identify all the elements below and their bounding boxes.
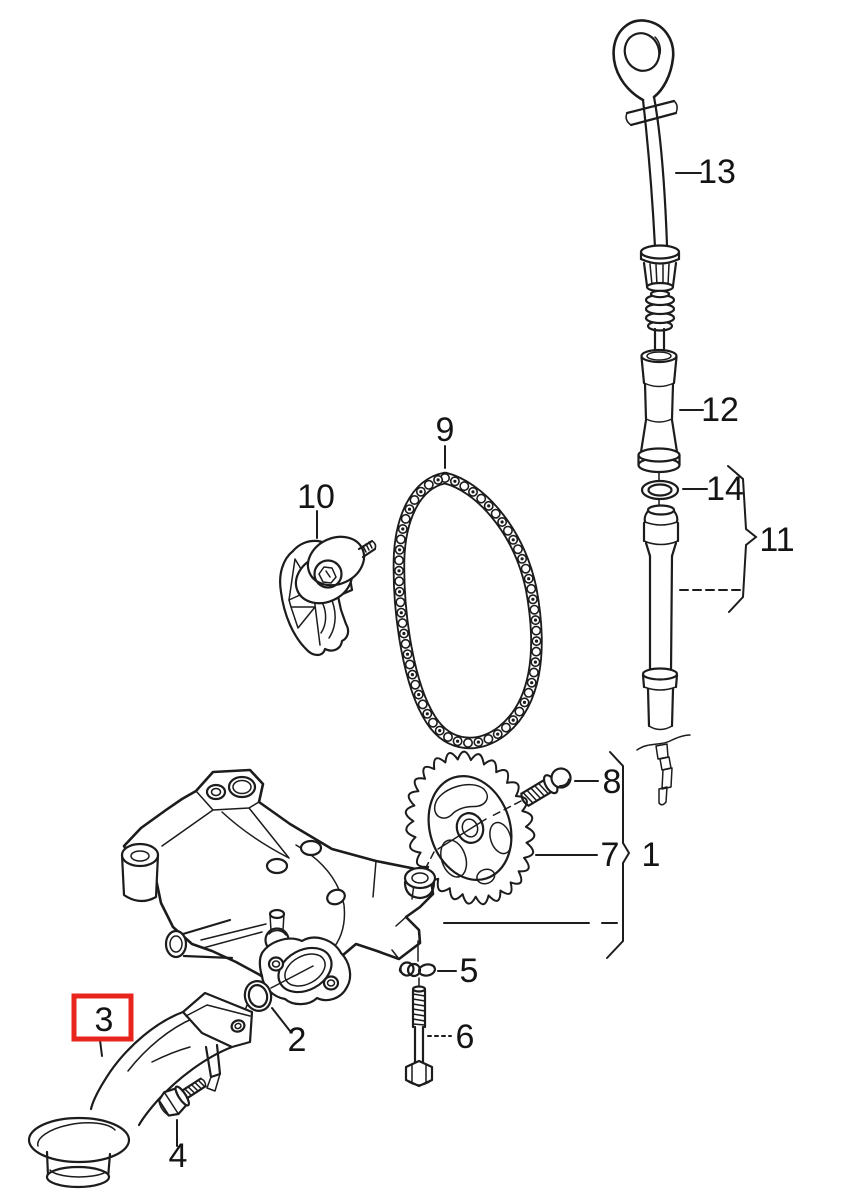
part-14-seal-ring [640,479,680,510]
callout-11[interactable]: 11 [679,521,795,591]
callout-7[interactable]: 7 [535,836,620,874]
callout-9[interactable]: 9 [436,411,455,469]
bracket-part-1 [443,751,631,959]
part-label-9[interactable]: 9 [436,411,455,449]
callout-10[interactable]: 10 [297,478,335,539]
callout-5[interactable]: 5 [437,952,479,990]
part-3-suction-pipe [27,991,254,1189]
part-label-6[interactable]: 6 [456,1018,475,1056]
part-7-sprocket [404,750,536,906]
part-2-o-ring [243,980,273,1012]
part-label-10[interactable]: 10 [297,478,335,516]
part-5-clip [398,940,437,989]
callout-12[interactable]: 12 [679,391,739,429]
part-label-7[interactable]: 7 [601,836,620,874]
callout-6[interactable]: 6 [427,1018,475,1056]
part-label-5[interactable]: 5 [460,952,479,990]
part-label-13[interactable]: 13 [698,153,736,191]
part-6-bolt [404,985,434,1088]
callout-14[interactable]: 14 [682,470,744,508]
callout-13[interactable]: 13 [675,153,736,191]
part-10-chain-tensioner [279,535,377,657]
part-11-guide-tube-lower [636,504,691,806]
part-label-14[interactable]: 14 [706,470,744,508]
part-label-3[interactable]: 3 [95,1001,114,1039]
callout-4[interactable]: 4 [169,1119,188,1175]
callout-2[interactable]: 2 [271,1007,307,1059]
oil-pump-body [120,768,437,1023]
part-4-bolt [157,1077,207,1117]
part-8-bolt [520,767,572,807]
bracket-part-11 [727,465,758,613]
callout-1[interactable]: 1 [642,836,661,874]
part-label-8[interactable]: 8 [603,763,622,801]
part-label-1[interactable]: 1 [642,836,661,874]
part-12-guide-tube-upper [637,348,681,482]
part-13-dipstick [612,19,681,354]
part-label-12[interactable]: 12 [701,391,739,429]
part-label-4[interactable]: 4 [169,1137,188,1175]
part-label-2[interactable]: 2 [288,1021,307,1059]
part-label-11[interactable]: 11 [759,521,794,559]
highlight-box-part-3[interactable] [71,993,134,1042]
callout-8[interactable]: 8 [574,763,622,801]
part-9-timing-chain [392,471,543,750]
callout-3-highlighted[interactable]: 3 [71,993,134,1057]
